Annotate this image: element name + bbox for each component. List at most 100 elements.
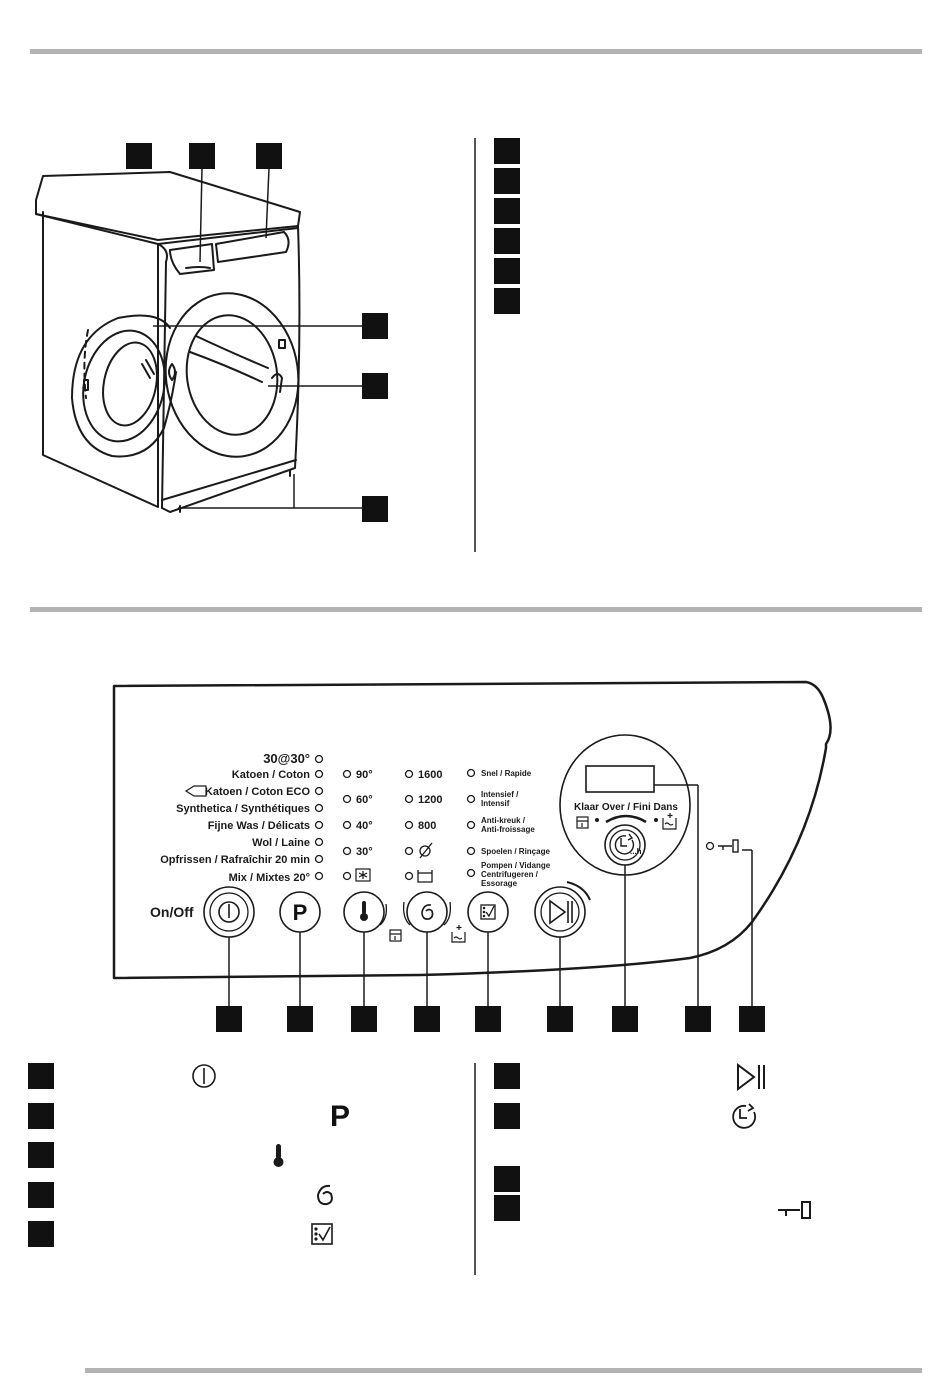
marker-worktop: [126, 143, 152, 169]
child-lock-indicator-icon: [718, 839, 739, 853]
kickplate: [161, 459, 297, 501]
spin-speed-3: 800: [418, 820, 436, 832]
temperature-4: 30°: [356, 846, 373, 858]
option-button[interactable]: [467, 891, 509, 933]
onoff-label: On/Off: [150, 904, 194, 920]
rinse-hold-icon: [417, 870, 433, 883]
marker-detergent-drawer: [189, 143, 215, 169]
spin-button[interactable]: [406, 891, 448, 933]
option-icon-button: [480, 904, 496, 920]
option-5-line-1: Pompen / Vidange: [481, 861, 551, 870]
spin-speed-2: 1200: [418, 794, 442, 806]
legend-marker-start-pause: [494, 1063, 520, 1089]
eco-tag-icon: [184, 785, 207, 797]
legend-marker-spin: [28, 1182, 54, 1208]
porthole: [164, 292, 300, 458]
marker-start-pause-button: [547, 1006, 573, 1032]
legend-marker-display: [494, 1166, 520, 1192]
option-3-line-1: Anti-kreuk /: [481, 816, 526, 825]
control-panel-outline: [112, 680, 832, 980]
temperature-2: 60°: [356, 794, 373, 806]
marker-child-lock: [739, 1006, 765, 1032]
option-2-line-1: Intensief /: [481, 790, 519, 799]
extra-rinse-icon: [451, 925, 466, 943]
option-4-line-1: Spoelen / Rinçage: [481, 847, 550, 856]
legend-marker-4: [494, 228, 520, 254]
option-5-line-2: Centrifugeren /: [481, 870, 539, 879]
legend-marker-delay-start: [494, 1103, 520, 1129]
programme-6: Wol / Laine: [252, 837, 310, 849]
legend-power-icon: [192, 1064, 216, 1088]
legend-marker-1: [494, 138, 520, 164]
cold-wash-icon: [355, 868, 371, 882]
marker-spin-button: [414, 1006, 440, 1032]
programme-1: 30@30°: [263, 751, 310, 766]
legend-program-icon: P: [330, 1100, 350, 1133]
legend-marker-child-lock: [494, 1195, 520, 1221]
marker-feet: [362, 496, 388, 522]
display-screen: [585, 765, 655, 793]
legend-marker-6: [494, 288, 520, 314]
legend-marker-2: [494, 168, 520, 194]
middle-rule: [30, 607, 922, 612]
front-panel: [157, 225, 301, 513]
spin-speed-1: 1600: [418, 769, 442, 781]
legend-marker-option: [28, 1221, 54, 1247]
programme-7: Opfrissen / Rafraîchir 20 min: [160, 854, 310, 866]
legend-marker-program: [28, 1103, 54, 1129]
rinse-indicator-icon: [662, 813, 677, 830]
detergent-indicator-icon: [576, 816, 589, 829]
marker-control-panel: [256, 143, 282, 169]
marker-program-button: [287, 1006, 313, 1032]
top-rule: [30, 49, 922, 54]
marker-display: [685, 1006, 711, 1032]
legend-child-lock-icon: [778, 1201, 811, 1219]
marker-door-handle: [362, 373, 388, 399]
legend-spin-icon: [316, 1184, 333, 1206]
display-label: Klaar Over / Fini Dans: [574, 802, 678, 813]
legend-marker-3: [494, 198, 520, 224]
spin-icon-button: [421, 904, 434, 920]
marker-delay-start-button: [612, 1006, 638, 1032]
top-column-divider: [474, 138, 476, 552]
side-panel: [42, 211, 159, 508]
programme-2: Katoen / Coton: [232, 769, 310, 781]
programme-3: Katoen / Coton ECO: [205, 786, 311, 798]
option-5-line-3: Essorage: [481, 879, 518, 888]
programme-8: Mix / Mixtes 20°: [229, 872, 310, 884]
marker-door: [362, 313, 388, 339]
delay-hours-label: ...h: [630, 847, 642, 856]
option-1-line-1: Snel / Rapide: [481, 769, 532, 778]
legend-temperature-icon: [273, 1144, 284, 1167]
power-icon-button: [218, 901, 240, 923]
detergent-drawer: [169, 243, 215, 275]
programme-5: Fijne Was / Délicats: [208, 820, 310, 832]
bottom-column-divider: [474, 1063, 476, 1275]
legend-option-icon: [311, 1223, 333, 1245]
marker-onoff-button: [216, 1006, 242, 1032]
legend-start-pause-icon: [737, 1063, 765, 1091]
legend-marker-5: [494, 258, 520, 284]
start-pause-icon-button: [549, 899, 573, 925]
marker-option-button: [475, 1006, 501, 1032]
control-panel-area: [215, 231, 290, 263]
legend-delay-start-icon: [732, 1103, 757, 1129]
door: [71, 314, 177, 458]
temperature-1: 90°: [356, 769, 373, 781]
prewash-icon: [389, 929, 402, 942]
delay-start-button[interactable]: [604, 824, 646, 866]
legend-marker-temperature: [28, 1142, 54, 1168]
legend-marker-onoff: [28, 1063, 54, 1089]
option-3-line-2: Anti-froissage: [481, 825, 535, 834]
bottom-rule: [85, 1368, 922, 1373]
temperature-3: 40°: [356, 820, 373, 832]
program-button-letter: P: [293, 900, 308, 925]
option-2-line-2: Intensif: [481, 799, 510, 808]
no-spin-icon: [419, 842, 433, 859]
marker-temperature-button: [351, 1006, 377, 1032]
programme-4: Synthetica / Synthétiques: [176, 803, 310, 815]
start-pause-button[interactable]: [534, 886, 586, 938]
temperature-icon-button: [360, 901, 368, 921]
